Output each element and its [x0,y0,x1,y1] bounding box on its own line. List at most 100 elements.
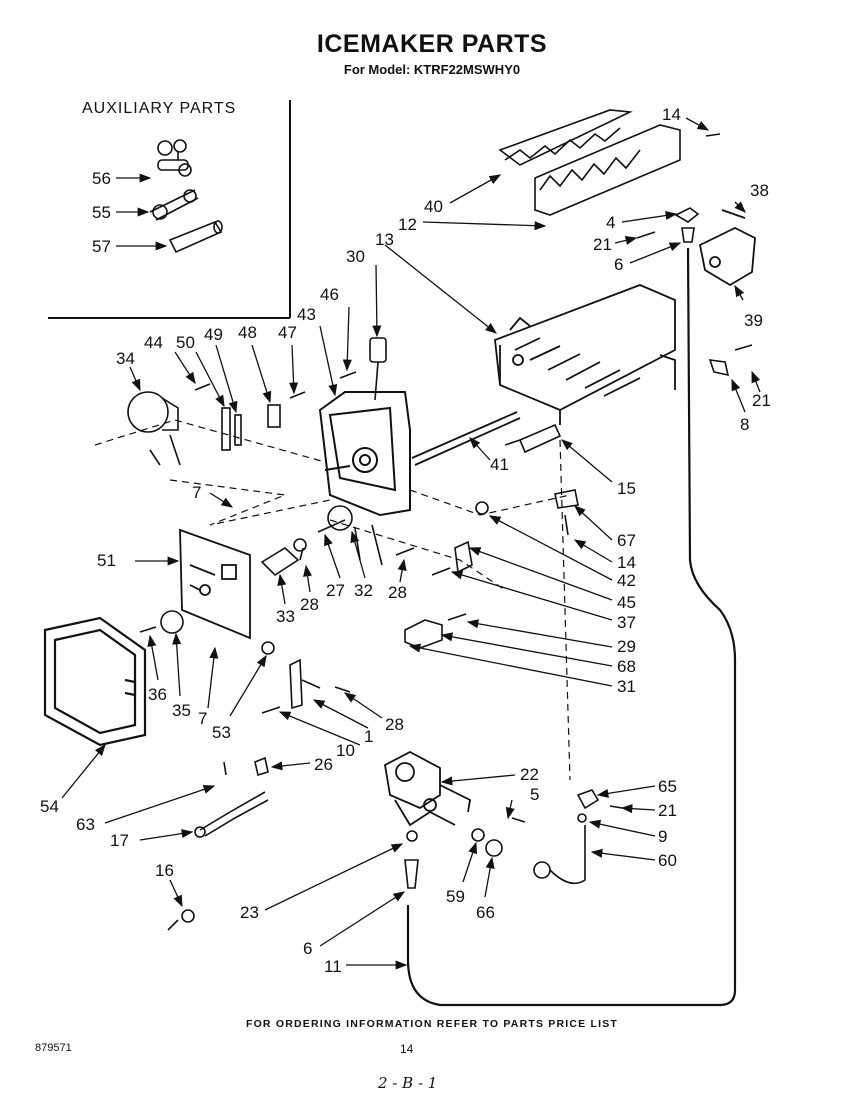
callout-23: 23 [240,903,259,922]
aux-label-57: 57 [92,237,111,256]
callout-48: 48 [238,323,257,342]
callout-33: 33 [276,607,295,626]
thermostat-15 [504,423,562,454]
switch-30 [369,337,387,401]
callout-38: 38 [750,181,769,200]
callout-7: 7 [198,709,207,728]
auxiliary-parts-title: AUXILIARY PARTS [82,100,237,117]
handwritten-code: 2 - B - 1 [378,1074,438,1092]
callout-26: 26 [314,755,333,774]
callout-59: 59 [446,887,465,906]
callout-10: 10 [336,741,355,760]
callout-27: 27 [326,581,345,600]
clip-8 [708,344,753,377]
callout-8: 8 [740,415,749,434]
mounting-plate-51 [179,528,251,640]
clamp-67 [554,489,579,536]
callout-67: 67 [617,531,636,550]
auxiliary-part-57-tube [168,220,223,254]
callout-28: 28 [388,583,407,602]
small-parts-44-50-49-48-47 [194,371,357,451]
callout-28: 28 [300,595,319,614]
callout-39: 39 [744,311,763,330]
callout-13: 13 [375,230,394,249]
valve-fittings [404,789,623,889]
callout-46: 46 [320,285,339,304]
auxiliary-part-55-fitting [149,189,199,221]
auxiliary-box [48,100,291,319]
callout-14: 14 [617,553,636,572]
screw-14 [705,133,721,137]
callout-16: 16 [155,861,174,880]
callout-54: 54 [40,797,59,816]
callout-11: 11 [324,957,342,976]
callout-50: 50 [176,333,195,352]
callout-45: 45 [617,593,636,612]
mounting-bracket-42 [431,501,489,576]
fill-cup-4 [636,207,700,243]
callout-41: 41 [490,455,509,474]
callout-4: 4 [606,213,615,232]
dashed-alignment-lines [94,419,571,781]
aux-label-55: 55 [92,203,111,222]
page-title: ICEMAKER PARTS [316,30,548,58]
callout-22: 22 [520,765,539,784]
callout-21: 21 [593,235,612,254]
document-number: 879571 [35,1042,72,1054]
callout-37: 37 [617,613,636,632]
aux-label-56: 56 [92,169,111,188]
callout-51: 51 [97,551,116,570]
callout-47: 47 [278,323,297,342]
leader-lines [61,117,761,970]
mounting-housing-43 [318,391,411,517]
callout-65: 65 [658,777,677,796]
page-number: 14 [400,1042,414,1056]
callout-40: 40 [424,197,443,216]
callout-31: 31 [617,677,636,696]
callout-43: 43 [297,305,316,324]
callout-32: 32 [354,581,373,600]
callout-44: 44 [144,333,163,352]
callout-12: 12 [398,215,417,234]
callout-29: 29 [617,637,636,656]
callout-28: 28 [385,715,404,734]
callout-53: 53 [212,723,231,742]
timing-gear-32 [317,505,383,566]
callout-35: 35 [172,701,191,720]
front-cover-54 [43,616,147,747]
callout-21: 21 [752,391,771,410]
callout-68: 68 [617,657,636,676]
callout-17: 17 [110,831,129,850]
callout-66: 66 [476,903,495,922]
callout-60: 60 [658,851,677,870]
callout-7: 7 [192,483,201,502]
callout-34: 34 [116,349,135,368]
ordering-note: FOR ORDERING INFORMATION REFER TO PARTS … [245,1018,619,1030]
callout-1: 1 [364,727,373,746]
callout-63: 63 [76,815,95,834]
harness-17 [167,756,269,931]
callout-30: 30 [346,247,365,266]
small-screw-28 [299,547,415,561]
callout-6: 6 [614,255,623,274]
model-subtitle: For Model: KTRF22MSWHY0 [343,62,521,77]
cam-33 [260,538,307,577]
callout-14: 14 [662,105,681,124]
gear-35 [139,610,184,634]
shutoff-arm-10 [261,641,351,714]
callout-49: 49 [204,325,223,344]
callout-36: 36 [148,685,167,704]
ejector-blade-40 [498,109,633,166]
callout-6: 6 [303,939,312,958]
ice-mold-13 [411,284,676,466]
callout-21: 21 [658,801,677,820]
motor-34 [127,391,181,466]
callout-15: 15 [617,479,636,498]
fill-tube [406,247,737,1007]
callout-9: 9 [658,827,667,846]
water-valve-22 [384,750,471,827]
switch-bracket-29 [404,613,467,649]
auxiliary-part-56-valve [157,139,192,177]
stripper-12 [534,124,681,216]
